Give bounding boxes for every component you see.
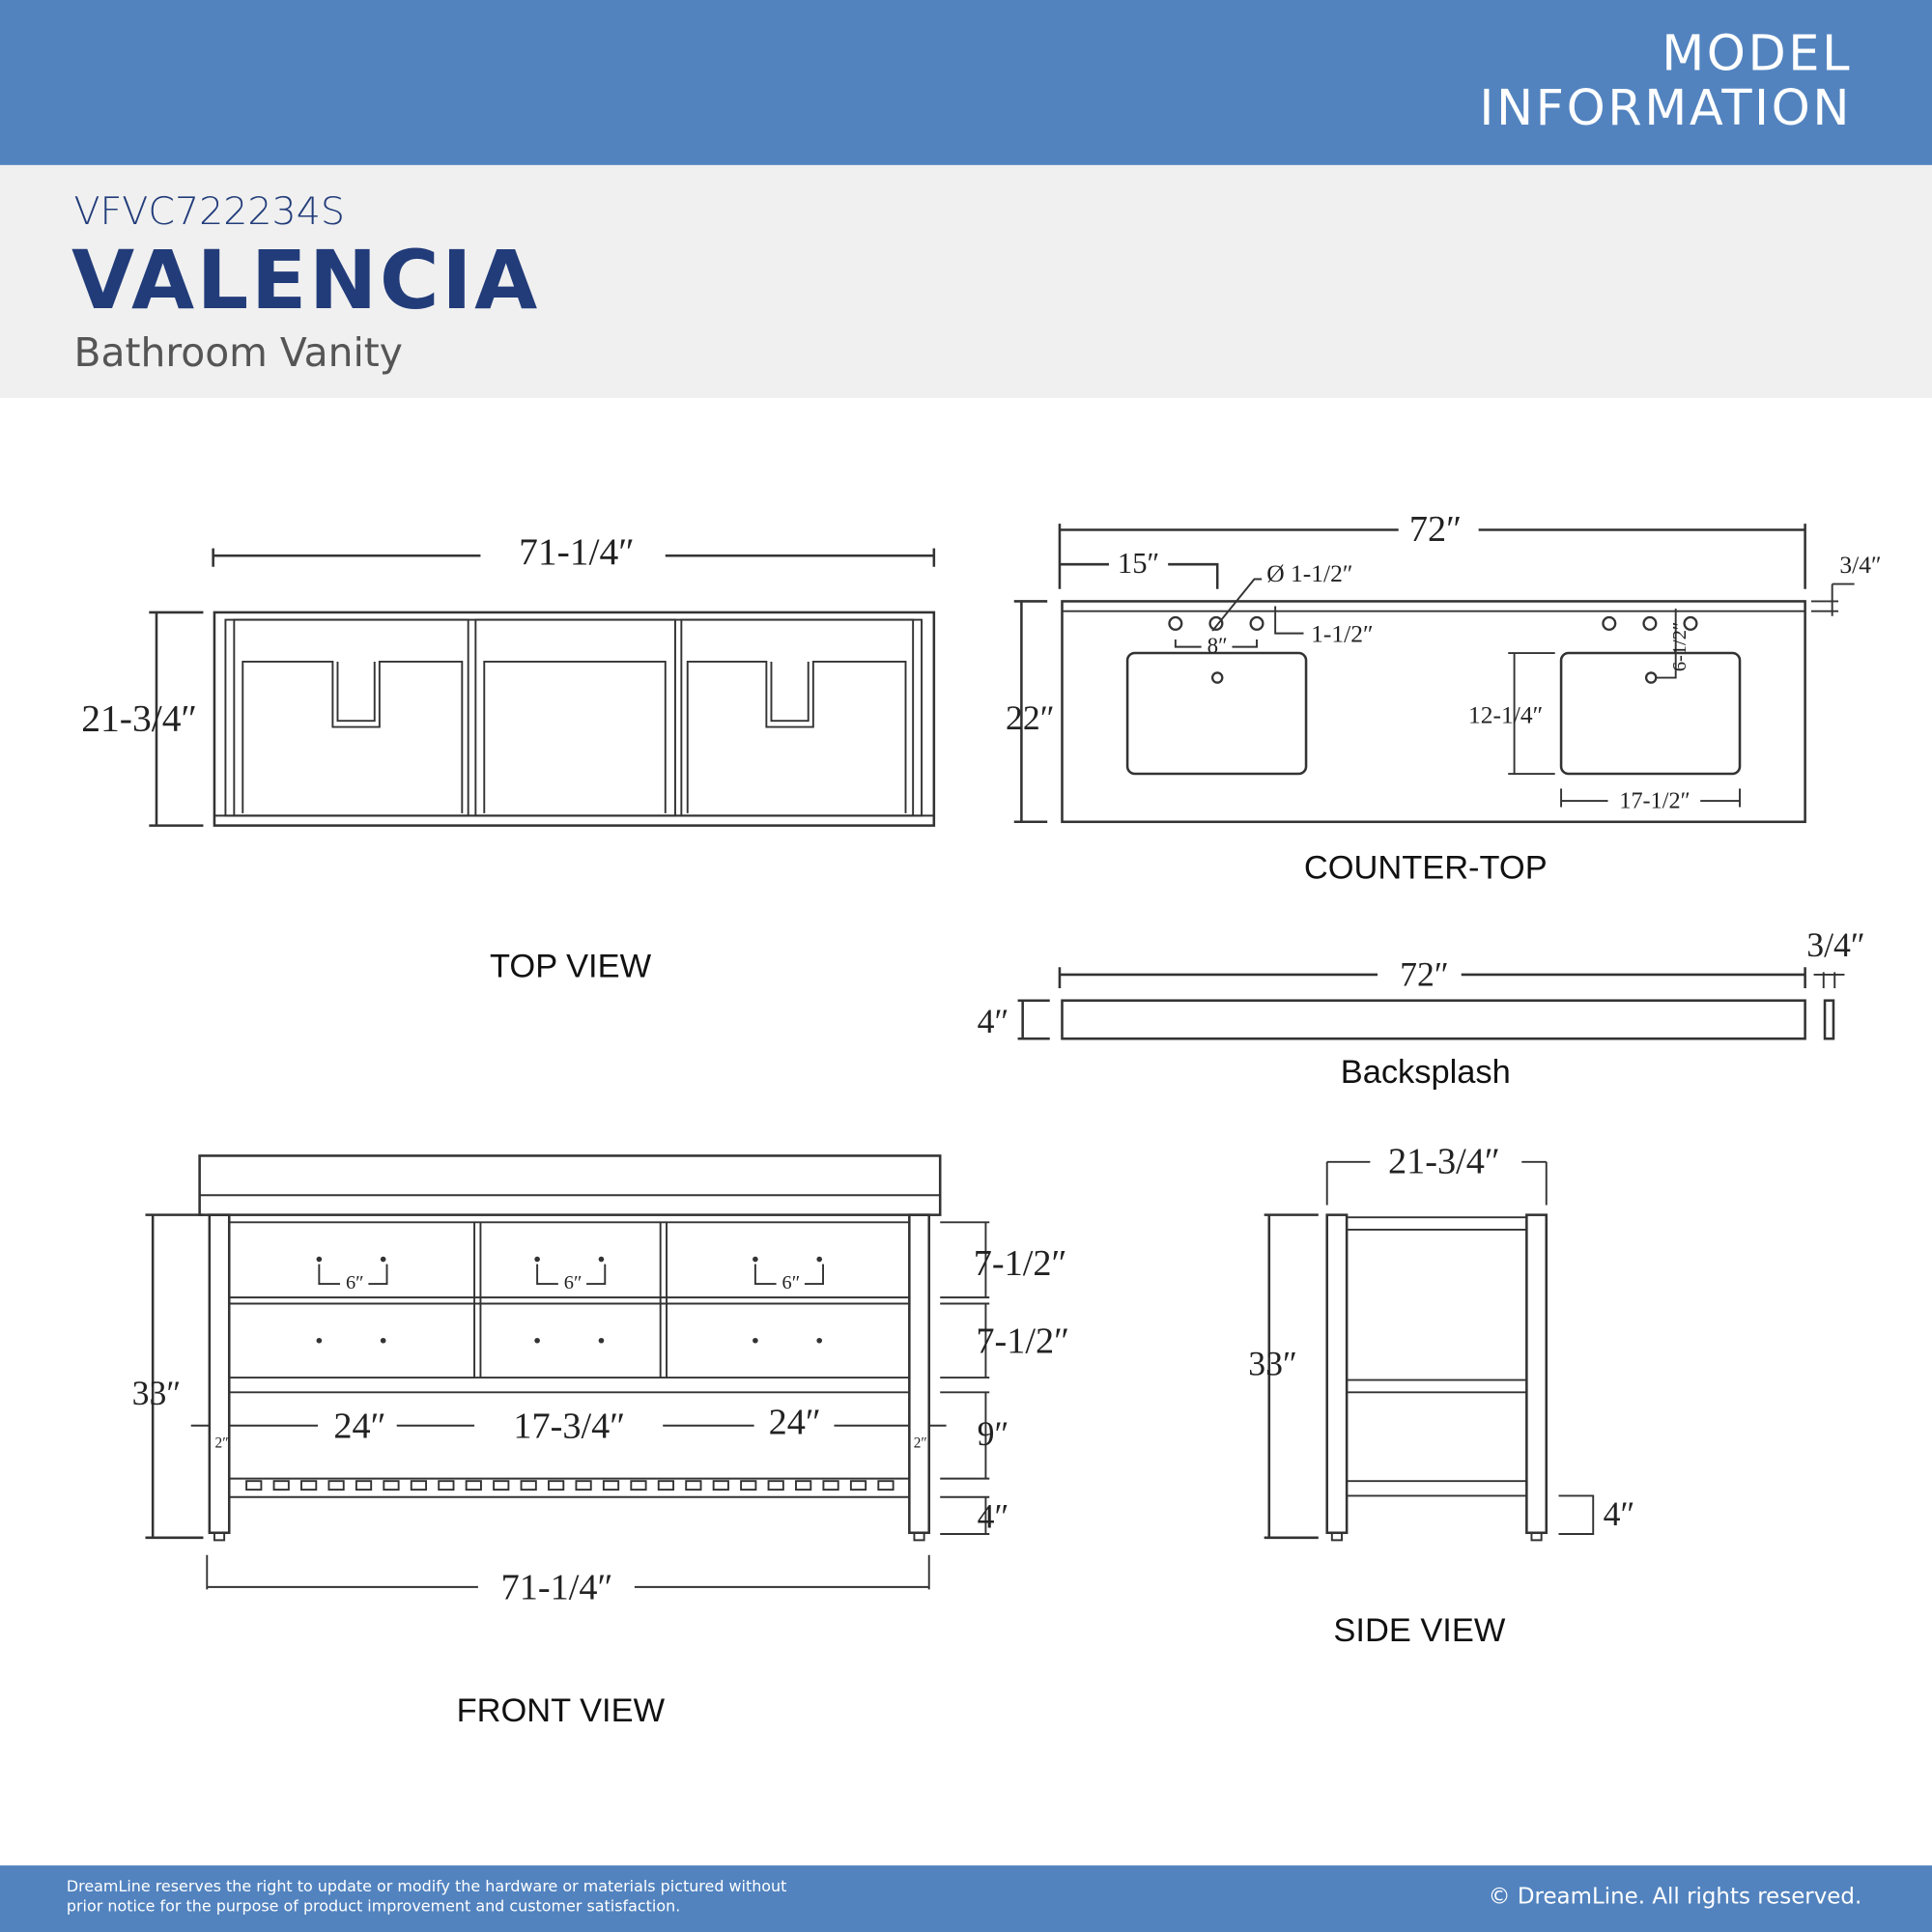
shelf-slat bbox=[877, 1480, 895, 1492]
shelf-slat bbox=[767, 1480, 784, 1492]
top-view-caption: TOP VIEW bbox=[490, 948, 652, 984]
footer-band bbox=[0, 1865, 1932, 1932]
counter-basin-depth: 12-1/4″ bbox=[1468, 701, 1543, 729]
front-pull-3: 6″ bbox=[782, 1272, 801, 1293]
side-height: 33″ bbox=[1248, 1344, 1297, 1382]
counter-top-drawing bbox=[1013, 524, 1855, 824]
shelf-slat bbox=[520, 1480, 537, 1492]
front-drawer1: 7-1/2″ bbox=[974, 1243, 1067, 1284]
shelf-slat bbox=[493, 1480, 510, 1492]
counter-offset: 15″ bbox=[1118, 547, 1159, 580]
front-pull-2: 6″ bbox=[564, 1272, 582, 1293]
side-shelf: 4″ bbox=[1604, 1494, 1635, 1533]
header-line2: INFORMATION bbox=[1479, 80, 1852, 137]
shelf-slat bbox=[410, 1480, 428, 1492]
counter-thickness: 3/4″ bbox=[1839, 551, 1881, 579]
shelf-slat bbox=[465, 1480, 482, 1492]
shelf-slat bbox=[712, 1480, 729, 1492]
backsplash-width: 72″ bbox=[1400, 954, 1449, 993]
footer-disclaimer-2: prior notice for the purpose of product … bbox=[67, 1896, 680, 1915]
counter-drain-offset: 6-1/2″ bbox=[1669, 622, 1690, 672]
front-left-width: 24″ bbox=[333, 1406, 385, 1447]
shelf-slat bbox=[795, 1480, 812, 1492]
shelf-slat bbox=[272, 1480, 290, 1492]
backsplash-drawing bbox=[1017, 967, 1845, 1040]
shelf-slat bbox=[245, 1480, 263, 1492]
front-shelf: 4″ bbox=[978, 1497, 1009, 1536]
shelf-slat bbox=[657, 1480, 675, 1492]
counter-width: 72″ bbox=[1409, 509, 1462, 550]
side-view-drawing bbox=[1264, 1160, 1595, 1542]
shelf-slat bbox=[740, 1480, 757, 1492]
header-band bbox=[0, 0, 1932, 165]
front-height: 33″ bbox=[132, 1374, 182, 1412]
shelf-slat bbox=[822, 1480, 839, 1492]
shelf-slat bbox=[849, 1480, 867, 1492]
shelf-slat bbox=[548, 1480, 565, 1492]
counter-top-caption: COUNTER-TOP bbox=[1304, 849, 1548, 886]
counter-hole-offset: 1-1/2″ bbox=[1311, 620, 1373, 648]
backsplash-height: 4″ bbox=[978, 1002, 1009, 1040]
top-view-drawing bbox=[149, 548, 936, 827]
front-pull-1: 6″ bbox=[346, 1272, 364, 1293]
front-view-caption: FRONT VIEW bbox=[457, 1692, 666, 1729]
front-leg-right: 2″ bbox=[914, 1435, 927, 1452]
shelf-slat bbox=[327, 1480, 345, 1492]
top-view-width: 71-1/4″ bbox=[519, 530, 635, 573]
footer-copyright: © DreamLine. All rights reserved. bbox=[1489, 1885, 1862, 1910]
header-line1: MODEL bbox=[1662, 26, 1852, 83]
side-view-caption: SIDE VIEW bbox=[1333, 1612, 1505, 1649]
front-leg-left: 2″ bbox=[215, 1435, 229, 1452]
shelf-slat bbox=[300, 1480, 318, 1492]
side-depth: 21-3/4″ bbox=[1388, 1141, 1500, 1181]
front-drawer2: 7-1/2″ bbox=[976, 1321, 1069, 1362]
shelf-slat bbox=[630, 1480, 647, 1492]
shelf-slat bbox=[575, 1480, 592, 1492]
shelf-slat bbox=[355, 1480, 373, 1492]
front-right-width: 24″ bbox=[769, 1403, 821, 1443]
shelf-slat bbox=[602, 1480, 620, 1492]
front-width: 71-1/4″ bbox=[501, 1568, 613, 1608]
shelf-slat bbox=[383, 1480, 400, 1492]
counter-basin-width: 17-1/2″ bbox=[1619, 788, 1690, 814]
shelf-slat bbox=[438, 1480, 455, 1492]
counter-hole-dia: Ø 1-1/2″ bbox=[1266, 559, 1352, 587]
product-type: Bathroom Vanity bbox=[74, 329, 403, 376]
shelf-slat bbox=[685, 1480, 702, 1492]
front-middle-width: 17-3/4″ bbox=[513, 1406, 625, 1447]
top-view-depth: 21-3/4″ bbox=[81, 696, 197, 739]
backsplash-caption: Backsplash bbox=[1341, 1054, 1511, 1091]
counter-spread: 8″ bbox=[1208, 634, 1228, 658]
title-band bbox=[0, 164, 1932, 398]
model-number: VFVC722234S bbox=[74, 189, 345, 234]
counter-depth: 22″ bbox=[1006, 698, 1055, 737]
front-open: 9″ bbox=[978, 1414, 1009, 1453]
footer-disclaimer-1: DreamLine reserves the right to update o… bbox=[67, 1877, 787, 1895]
backsplash-thickness: 3/4″ bbox=[1806, 925, 1865, 964]
front-view-drawing bbox=[145, 1154, 990, 1590]
product-name: VALENCIA bbox=[71, 233, 540, 327]
